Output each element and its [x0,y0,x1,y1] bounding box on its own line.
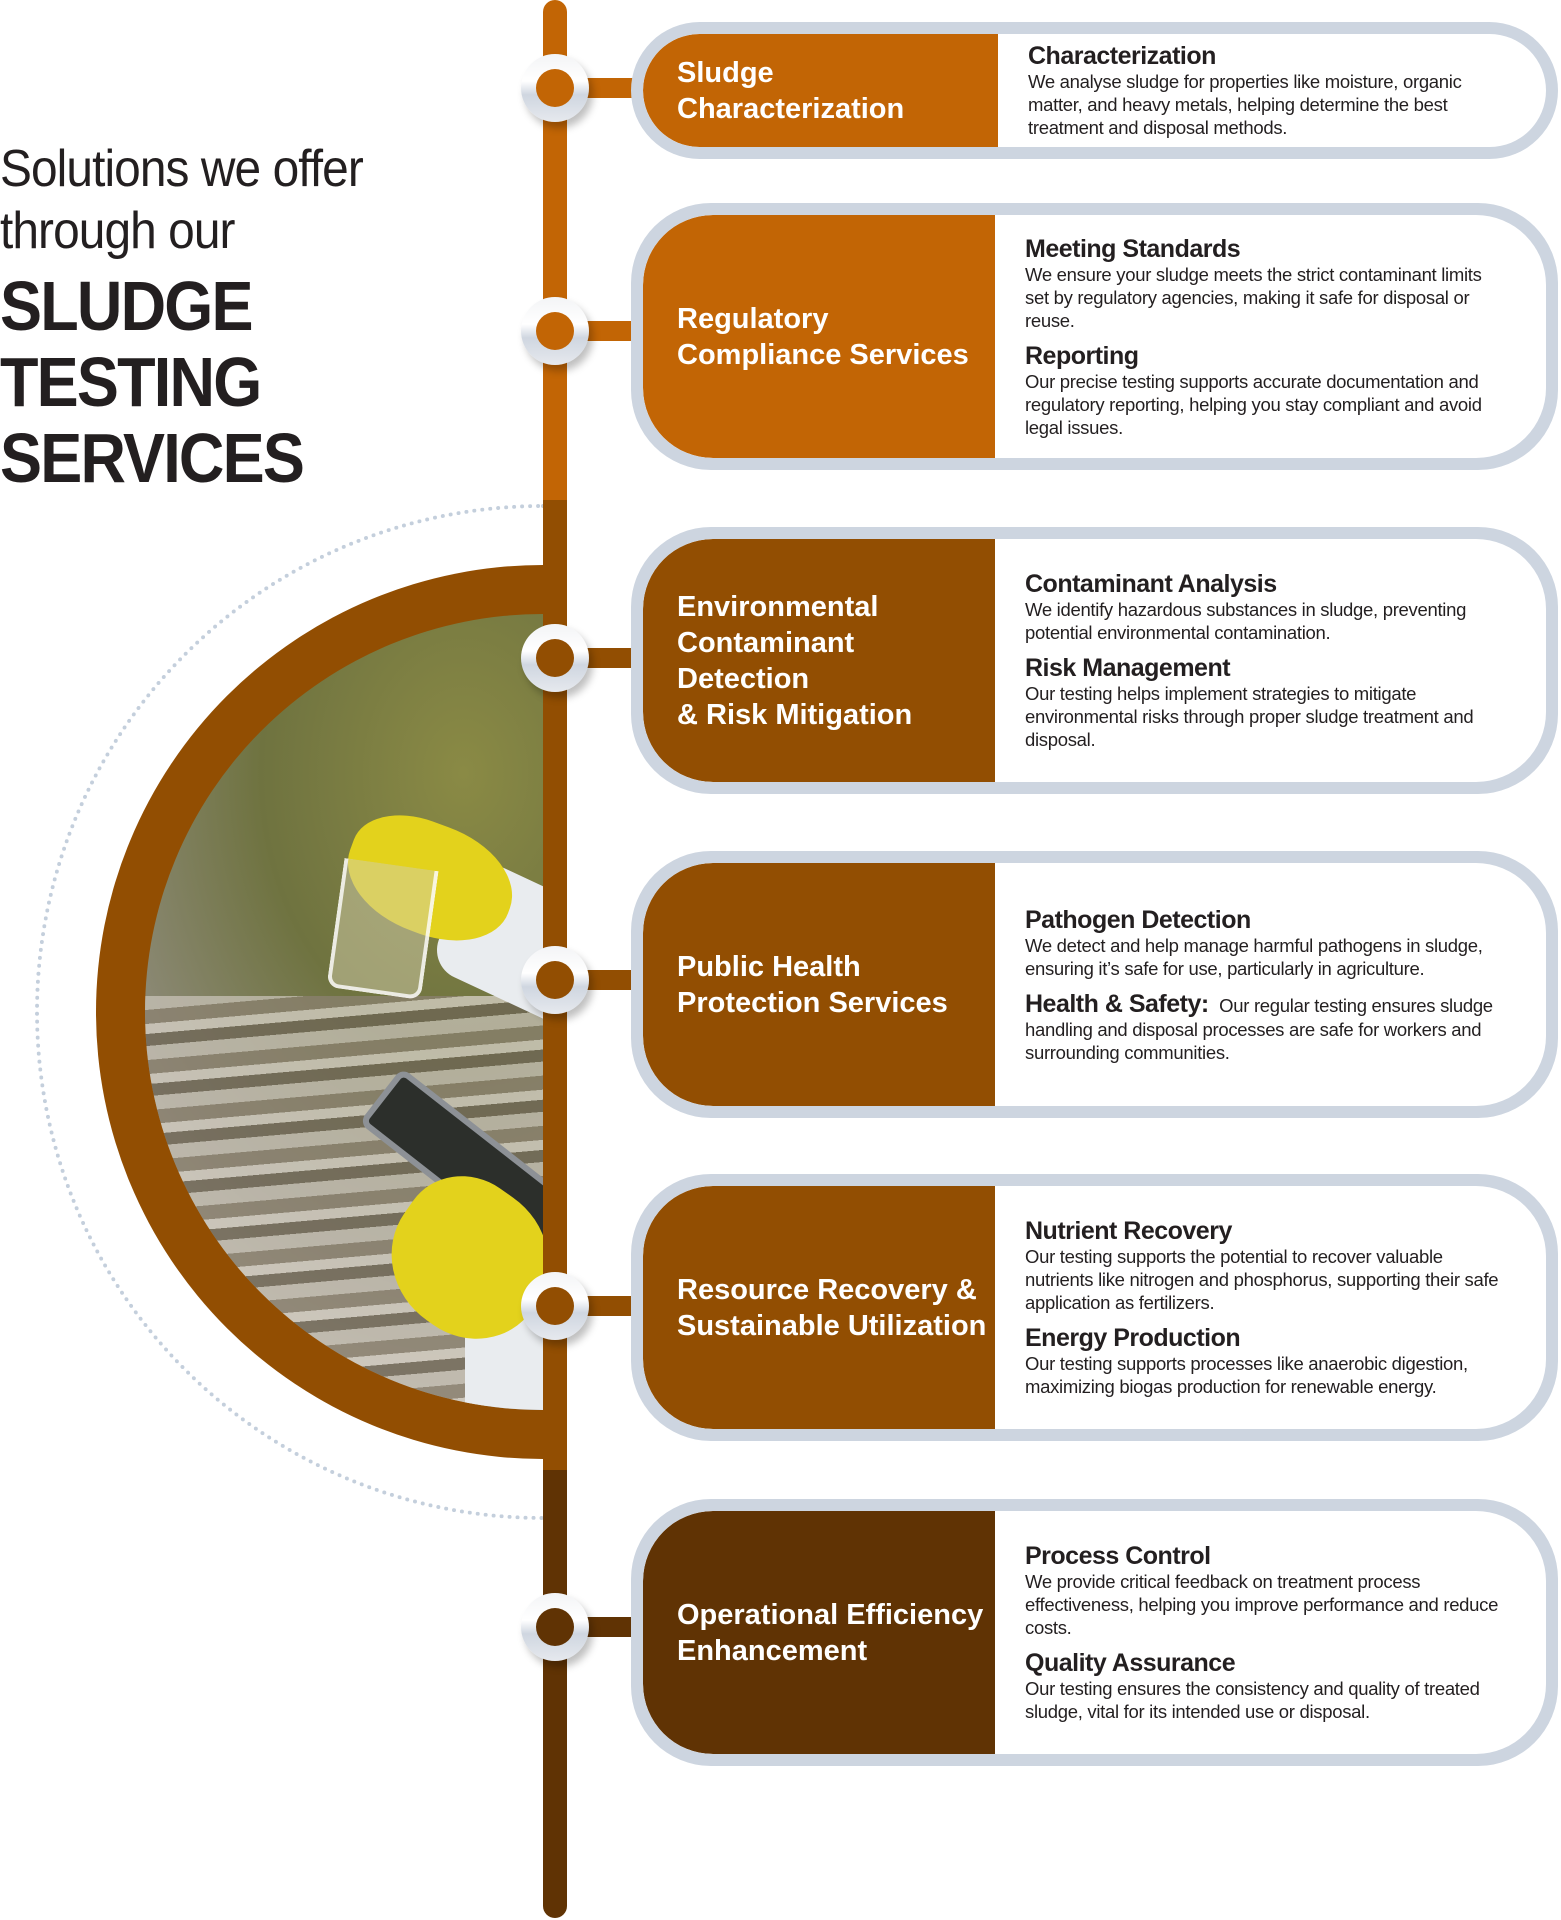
service-card: Public Health Protection Services Pathog… [631,851,1558,1118]
timeline-node-icon [521,1272,589,1340]
service-details: Pathogen Detection We detect and help ma… [995,863,1546,1106]
service-details: Contaminant Analysis We identify hazardo… [995,539,1546,782]
timeline-node-icon [521,54,589,122]
service-label: Sludge Characterization [677,56,905,125]
detail-text: We ensure your sludge meets the strict c… [1025,263,1482,331]
timeline-connector [585,78,645,98]
detail-text: We provide critical feedback on treatmen… [1025,1571,1499,1638]
service-label: Resource Recovery & Sustainable Utilizat… [677,1273,987,1342]
title-line-4: SERVICES [0,419,305,497]
service-card: Sludge Characterization Characterization… [631,22,1558,159]
detail-heading: Risk Management [1025,654,1231,682]
timeline-node-icon [521,297,589,365]
detail-text: Our regular testing ensures sludge handl… [1025,994,1493,1063]
service-card: Environmental Contaminant Detection & Ri… [631,527,1558,794]
service-label: Operational Efficiency Enhancement [677,1598,984,1667]
service-details: Meeting Standards We ensure your sludge … [995,215,1546,458]
service-detail: Process Control We provide critical feed… [1025,1542,1506,1639]
detail-heading: Health & Safety: [1025,989,1209,1018]
timeline-dot [536,1287,574,1325]
beaker [326,858,439,1000]
service-label: Regulatory Compliance Services [677,302,969,371]
timeline-connector [585,321,645,341]
service-details: Characterization We analyse sludge for p… [998,34,1546,147]
card-inner: Sludge Characterization Characterization… [643,34,1546,147]
service-label-box: Operational Efficiency Enhancement [643,1511,995,1754]
service-detail: Nutrient Recovery Our testing supports t… [1025,1217,1506,1314]
title-line-3: SLUDGE TESTING [0,267,262,421]
title-line-2: through our [0,202,235,260]
detail-text: Our testing ensures the consistency and … [1025,1678,1480,1722]
service-detail: Contaminant Analysis We identify hazardo… [1025,570,1506,644]
service-card: Resource Recovery & Sustainable Utilizat… [631,1174,1558,1441]
service-detail: Characterization We analyse sludge for p… [1028,42,1506,139]
timeline-dot [536,1608,574,1646]
service-detail: Risk Management Our testing helps implem… [1025,654,1506,751]
service-details: Process Control We provide critical feed… [995,1511,1546,1754]
detail-text: We analyse sludge for properties like mo… [1028,71,1462,138]
title-line-1: Solutions we offer [0,140,364,198]
timeline-node-icon [521,624,589,692]
timeline-node-icon [521,1593,589,1661]
service-card: Regulatory Compliance Services Meeting S… [631,203,1558,470]
service-label: Environmental Contaminant Detection & Ri… [677,590,913,731]
detail-heading: Nutrient Recovery [1025,1217,1232,1245]
detail-heading: Energy Production [1025,1324,1241,1352]
detail-heading: Pathogen Detection [1025,905,1251,934]
service-label-box: Public Health Protection Services [643,863,995,1106]
detail-heading: Reporting [1025,341,1139,370]
timeline-node-icon [521,946,589,1014]
detail-heading: Characterization [1028,42,1216,70]
card-inner: Regulatory Compliance Services Meeting S… [643,215,1546,458]
service-label-box: Regulatory Compliance Services [643,215,995,458]
detail-heading: Process Control [1025,1542,1211,1570]
detail-text: Our testing supports the potential to re… [1025,1246,1499,1313]
service-detail: Energy Production Our testing supports p… [1025,1324,1506,1398]
detail-text: We detect and help manage harmful pathog… [1025,934,1483,979]
service-label: Public Health Protection Services [677,950,948,1019]
timeline-connector [585,648,645,668]
service-label-box: Environmental Contaminant Detection & Ri… [643,539,995,782]
service-detail: Quality Assurance Our testing ensures th… [1025,1649,1506,1723]
card-inner: Operational Efficiency Enhancement Proce… [643,1511,1546,1754]
service-detail: Meeting Standards We ensure your sludge … [1025,235,1506,332]
timeline-connector [585,1617,645,1637]
detail-text: Our precise testing supports accurate do… [1025,370,1482,438]
detail-text: We identify hazardous substances in slud… [1025,599,1467,643]
detail-heading: Meeting Standards [1025,234,1241,263]
card-inner: Environmental Contaminant Detection & Ri… [643,539,1546,782]
service-details: Nutrient Recovery Our testing supports t… [995,1186,1546,1429]
timeline-dot [536,639,574,677]
timeline-segment-dark [543,1470,567,1918]
service-detail: Pathogen Detection We detect and help ma… [1025,906,1506,980]
page-title: Solutions we offer through our SLUDGE TE… [0,138,520,496]
service-card: Operational Efficiency Enhancement Proce… [631,1499,1558,1766]
detail-text: Our testing helps implement strategies t… [1025,683,1474,750]
card-inner: Public Health Protection Services Pathog… [643,863,1546,1106]
detail-heading: Quality Assurance [1025,1649,1236,1677]
detail-heading: Contaminant Analysis [1025,570,1277,598]
timeline-dot [536,69,574,107]
service-label-box: Sludge Characterization [643,34,998,147]
service-label-box: Resource Recovery & Sustainable Utilizat… [643,1186,995,1429]
service-detail: Reporting Our precise testing supports a… [1025,342,1506,439]
service-detail: Health & Safety: Our regular testing ens… [1025,990,1506,1064]
timeline-connector [585,1296,645,1316]
timeline-dot [536,961,574,999]
timeline-connector [585,970,645,990]
card-inner: Resource Recovery & Sustainable Utilizat… [643,1186,1546,1429]
detail-text: Our testing supports processes like anae… [1025,1353,1468,1397]
timeline-dot [536,312,574,350]
